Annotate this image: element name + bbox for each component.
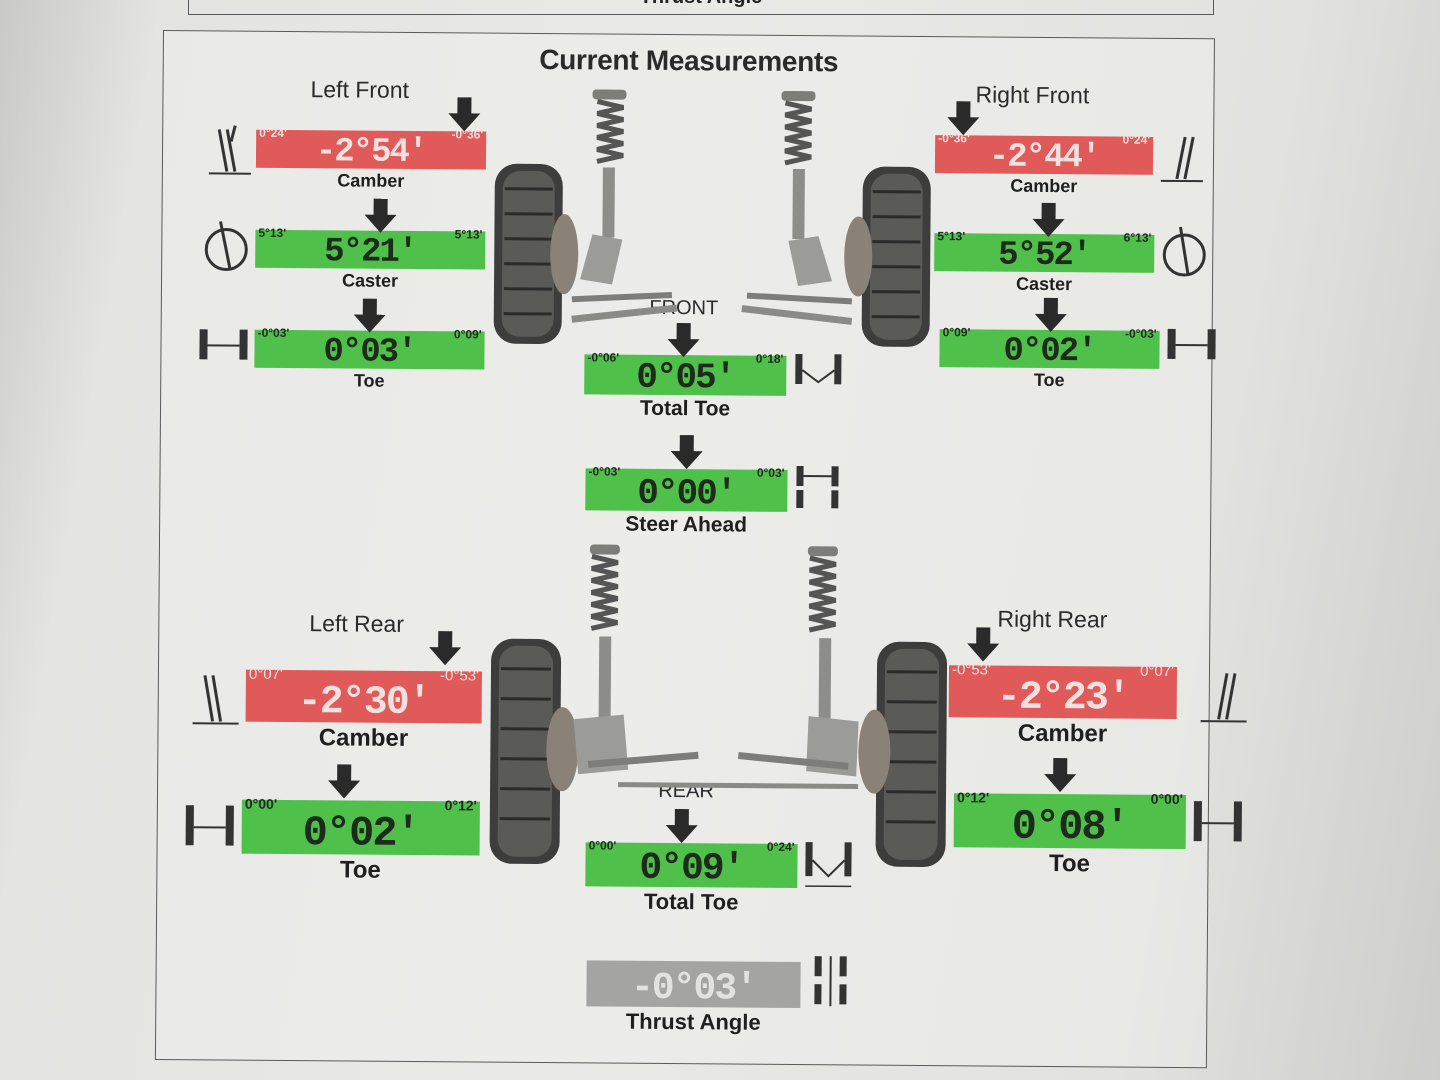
- lr-camber-diagram-icon: [192, 675, 239, 725]
- rr-camber-gauge: -0°53' 0°07' -2°23' Camber: [948, 657, 1178, 747]
- camber-diagram-icon: [208, 125, 251, 175]
- lf-caster-arrow-icon: [364, 199, 396, 235]
- measurements-panel: Current Measurements Left Front Right Fr…: [154, 30, 1247, 1069]
- rf-camber-caption: Camber: [1010, 175, 1078, 197]
- front-total-toe-caption: Total Toe: [639, 396, 731, 421]
- thrust-angle-caption: Thrust Angle: [625, 1008, 761, 1035]
- lr-camber-gauge: 0°07' -0°53' -2°30' Camber: [245, 662, 482, 752]
- right-rear-label: Right Rear: [997, 605, 1108, 633]
- thrust-angle-gauge: -0°03' Thrust Angle: [586, 952, 801, 1035]
- steer-ahead-value: 0°00': [637, 472, 736, 515]
- lf-caster-value: 5°21': [324, 233, 417, 272]
- lr-camber-value: -2°30': [297, 680, 430, 727]
- rr-camber-arrow-icon: [967, 627, 999, 663]
- rear-suspension-illustration: [489, 544, 948, 867]
- lr-toe-gauge: 0°00' 0°12' 0°02' Toe: [241, 792, 480, 884]
- rr-toe-gauge: 0°12' 0°00' 0°08' Toe: [953, 785, 1187, 877]
- lr-camber-caption: Camber: [318, 724, 409, 752]
- lf-caster-caption: Caster: [341, 270, 399, 291]
- lf-camber-caption: Camber: [337, 170, 405, 191]
- steer-ahead-diagram-icon: [796, 465, 839, 509]
- front-total-toe-diagram-icon: [795, 353, 842, 385]
- lf-toe-arrow-icon: [354, 299, 386, 335]
- steer-ahead-arrow-icon: [671, 435, 703, 471]
- toe-diagram-icon: [199, 329, 248, 360]
- rf-toe-caption: Toe: [1033, 369, 1065, 391]
- rf-camber-diagram-icon: [1160, 136, 1203, 183]
- right-front-label: Right Front: [975, 81, 1090, 109]
- rf-camber-value: -2°44': [988, 138, 1100, 178]
- front-total-toe-value: 0°05': [636, 356, 735, 399]
- front-suspension-illustration: [493, 89, 931, 347]
- caster-diagram-icon: [204, 221, 248, 272]
- rr-toe-caption: Toe: [1048, 849, 1091, 878]
- rf-toe-arrow-icon: [1035, 298, 1067, 334]
- rear-total-toe-arrow-icon: [666, 809, 698, 845]
- rr-toe-arrow-icon: [1044, 758, 1076, 794]
- rf-caster-arrow-icon: [1032, 203, 1064, 239]
- rr-toe-diagram-icon: [1193, 801, 1242, 842]
- lr-toe-arrow-icon: [328, 764, 360, 800]
- page-title: Current Measurements: [539, 43, 839, 78]
- rf-toe-value: 0°02': [1003, 332, 1096, 372]
- front-total-toe-arrow-icon: [667, 323, 699, 359]
- lr-toe-diagram-icon: [185, 805, 234, 846]
- rf-camber-arrow-icon: [947, 101, 979, 137]
- rear-total-toe-diagram-icon: [805, 842, 852, 888]
- rf-caster-value: 5°52': [998, 236, 1091, 276]
- rf-caster-diagram-icon: [1162, 226, 1206, 277]
- rear-total-toe-caption: Total Toe: [643, 888, 739, 915]
- previous-section-box: Thrust Angle: [188, 0, 1214, 15]
- rf-caster-caption: Caster: [1015, 273, 1073, 295]
- rf-toe-diagram-icon: [1167, 328, 1216, 360]
- lr-toe-caption: Toe: [339, 856, 381, 884]
- thrust-angle-diagram-icon: [814, 956, 847, 1007]
- rear-total-toe-value: 0°09': [639, 846, 744, 891]
- rr-camber-diagram-icon: [1200, 673, 1247, 723]
- steer-ahead-caption: Steer Ahead: [625, 512, 748, 537]
- lf-camber-arrow-icon: [448, 97, 480, 133]
- lf-toe-value: 0°03': [323, 333, 416, 372]
- lf-camber-value: -2°54': [315, 133, 427, 173]
- lr-camber-arrow-icon: [429, 631, 461, 667]
- rr-camber-caption: Camber: [1017, 719, 1108, 748]
- left-front-label: Left Front: [310, 76, 410, 103]
- previous-section-title: Thrust Angle: [189, 0, 1213, 9]
- lr-toe-value: 0°02': [302, 809, 419, 859]
- rr-camber-value: -2°23': [996, 675, 1129, 722]
- lf-toe-caption: Toe: [353, 370, 385, 391]
- rr-toe-value: 0°08': [1011, 802, 1128, 852]
- left-rear-label: Left Rear: [309, 610, 405, 637]
- thrust-angle-value: -0°03': [630, 966, 757, 1011]
